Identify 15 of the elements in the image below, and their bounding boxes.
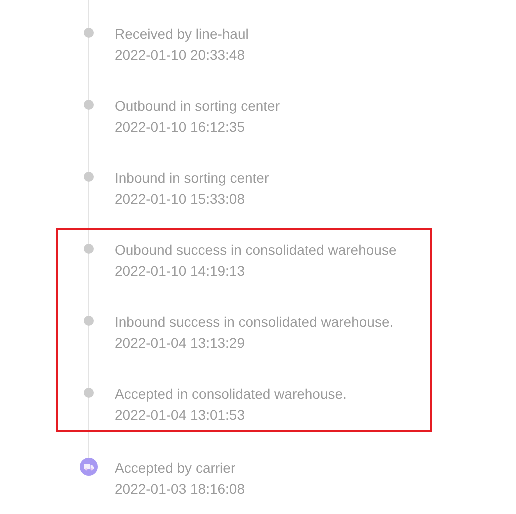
highlight-frame (56, 228, 432, 432)
event-title: Outbound in sorting center (115, 97, 280, 116)
event-title: Inbound in sorting center (115, 169, 270, 188)
timestamp: 2022-01-10 15:33:08 (115, 190, 245, 209)
event-title: Inbound success in consolidated warehouse. (115, 313, 394, 332)
timestamp: 2022-01-04 13:13:29 (115, 334, 245, 353)
timestamp: 2022-01-04 13:01:53 (115, 406, 245, 425)
timestamp: 2022-01-03 18:16:08 (115, 480, 245, 499)
timestamp: 2022-01-10 16:12:35 (115, 118, 245, 137)
timestamp: 2022-01-10 14:19:13 (115, 262, 245, 281)
event-title: Oubound success in consolidated warehouse (115, 241, 397, 260)
event-title: Accepted by carrier (115, 459, 236, 478)
event-title: Accepted in consolidated warehouse. (115, 385, 347, 404)
timestamp: 2022-01-10 20:33:48 (115, 46, 245, 65)
event-title: Received by line-haul (115, 25, 249, 44)
